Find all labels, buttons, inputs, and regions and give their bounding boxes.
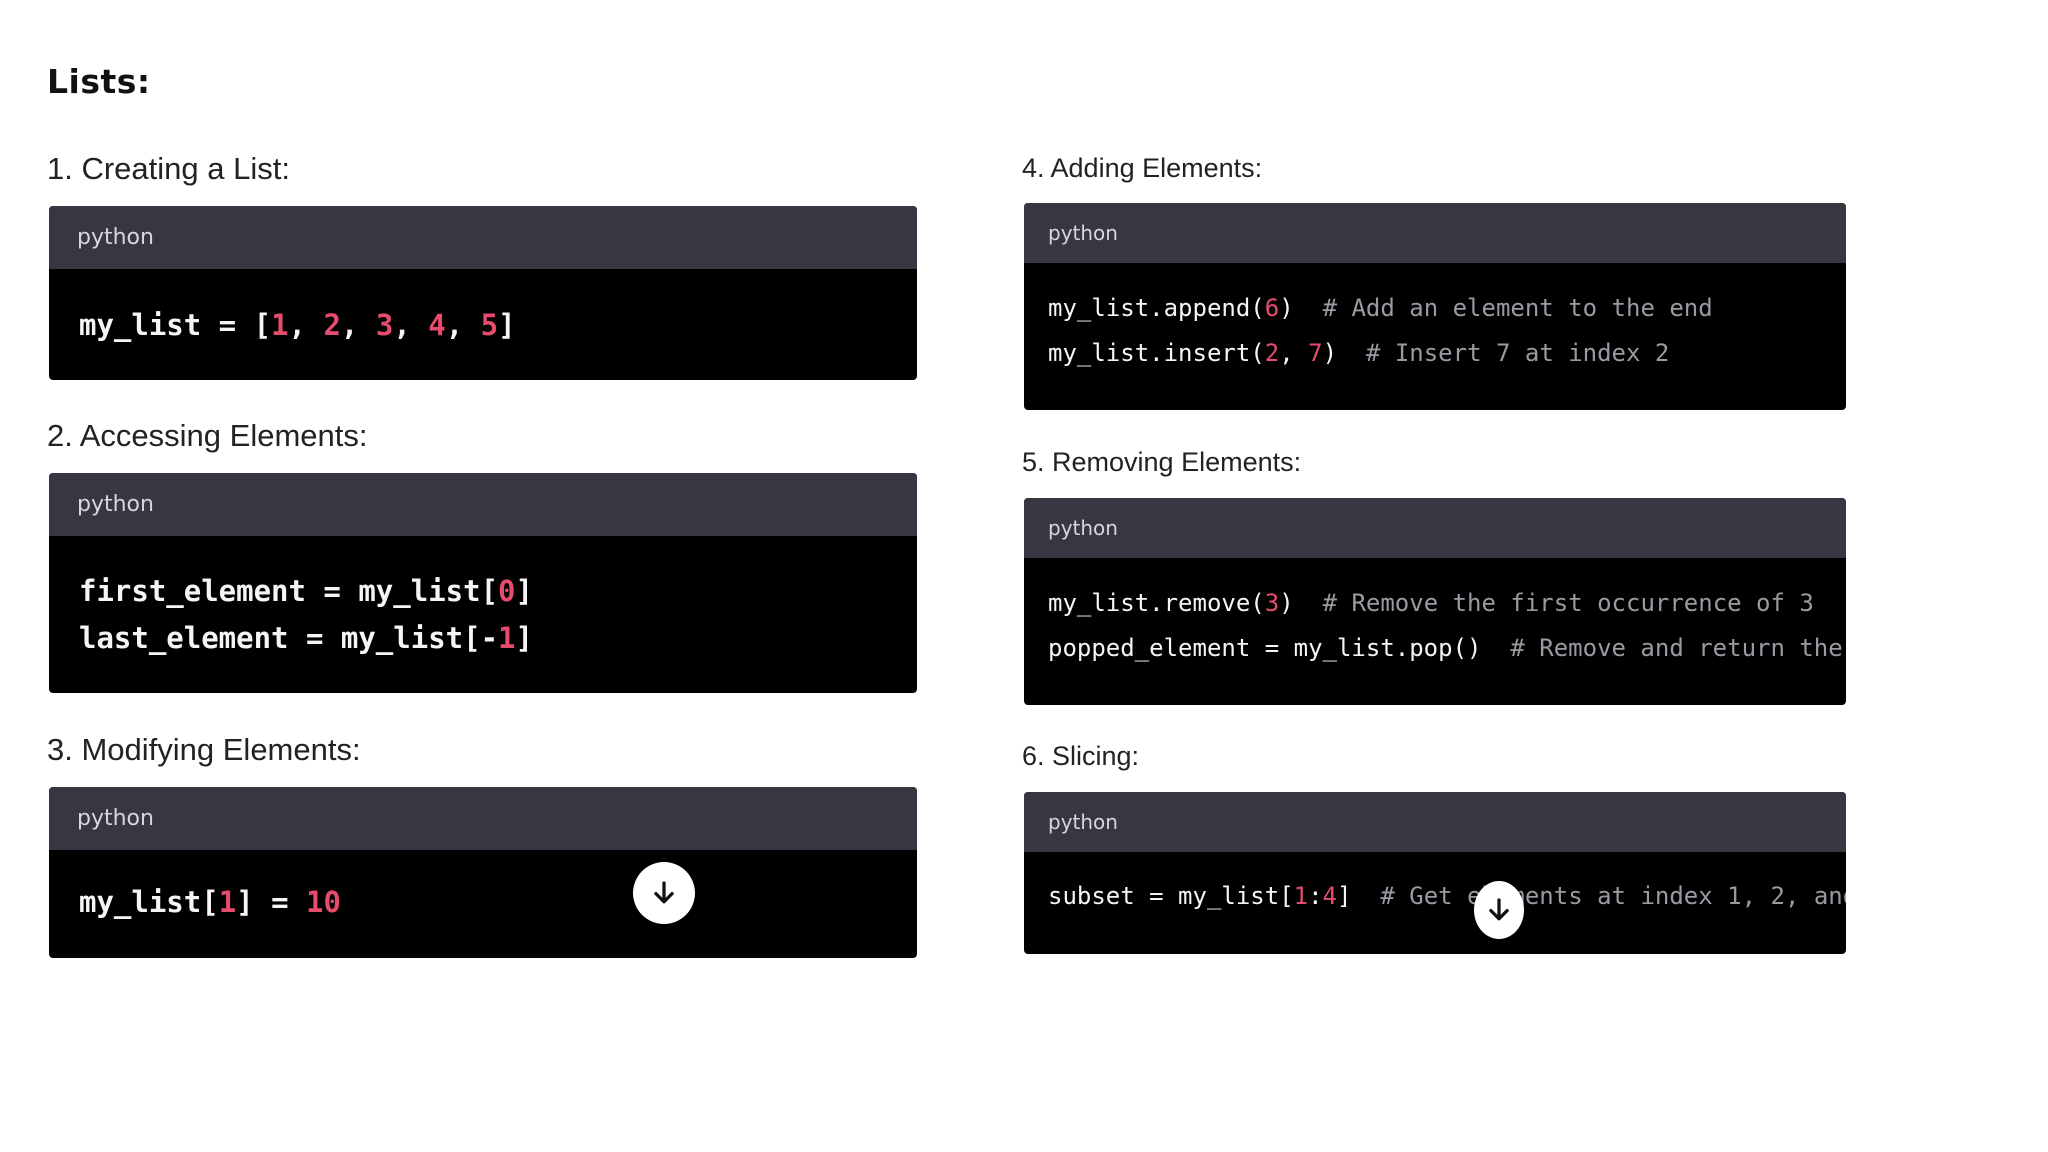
code-comment: # Remove and return the last el (1510, 634, 1843, 662)
code-text: first_element = my_list[ (79, 574, 499, 608)
code-number: 4 (1322, 882, 1337, 910)
code-text: ) (1279, 589, 1323, 617)
code-text: ] = (236, 885, 306, 919)
code-line: my_list.remove(3) # Remove the first occ… (1048, 581, 1846, 626)
code-text: my_list.insert( (1048, 339, 1265, 367)
code-text: ] (515, 574, 533, 608)
code-language-label: python (49, 787, 917, 850)
code-comment: # Insert 7 at index 2 (1365, 339, 1670, 367)
section-heading-modifying-elements: 3. Modifying Elements: (47, 732, 361, 767)
code-body: my_list.remove(3) # Remove the first occ… (1024, 558, 1846, 671)
code-number: 1 (1293, 882, 1309, 910)
code-line: my_list.insert(2, 7) # Insert 7 at index… (1048, 331, 1846, 376)
code-number: 1 (271, 308, 289, 342)
code-line: my_list[1] = 10 (79, 879, 917, 926)
code-language-label: python (1024, 498, 1846, 558)
code-text: my_list = [ (79, 308, 272, 342)
code-language-label: python (1024, 792, 1846, 852)
code-text: , (445, 308, 481, 342)
code-text: popped_element = my_list.pop() (1048, 634, 1511, 662)
code-number: 3 (375, 308, 394, 342)
code-text: ] (515, 621, 533, 655)
code-number: 0 (498, 574, 516, 608)
code-number: 7 (1308, 339, 1323, 367)
code-text: ] (498, 308, 516, 342)
code-text: , (393, 308, 429, 342)
code-body: first_element = my_list[0]last_element =… (49, 536, 917, 662)
code-text: ) (1322, 339, 1366, 367)
code-comment: # Remove the first occurrence of 3 (1322, 589, 1814, 617)
code-line: my_list.append(6) # Add an element to th… (1048, 286, 1846, 331)
code-block-removing-elements: python my_list.remove(3) # Remove the fi… (1024, 498, 1846, 705)
code-text: : (1308, 882, 1323, 910)
code-number: 5 (480, 308, 499, 342)
section-heading-adding-elements: 4. Adding Elements: (1022, 153, 1263, 183)
code-body: my_list.append(6) # Add an element to th… (1024, 263, 1846, 376)
code-number: 2 (323, 308, 341, 342)
code-line: my_list = [1, 2, 3, 4, 5] (79, 302, 917, 349)
code-text: my_list.remove( (1048, 589, 1265, 617)
section-heading-slicing: 6. Slicing: (1022, 741, 1140, 771)
page-title: Lists: (47, 62, 151, 101)
code-body: subset = my_list[1:4] # Get elements at … (1024, 852, 1846, 919)
code-text: last_element = my_list[- (79, 621, 499, 655)
scroll-down-button[interactable] (633, 862, 695, 924)
code-body: my_list = [1, 2, 3, 4, 5] (49, 269, 917, 349)
code-line: popped_element = my_list.pop() # Remove … (1048, 626, 1846, 671)
section-heading-creating-list: 1. Creating a List: (47, 151, 290, 186)
arrow-down-icon (654, 881, 674, 904)
code-block-slicing: python subset = my_list[1:4] # Get eleme… (1024, 792, 1846, 954)
code-block-accessing-elements: python first_element = my_list[0]last_el… (49, 473, 917, 693)
section-heading-accessing-elements: 2. Accessing Elements: (47, 418, 368, 453)
code-language-label: python (49, 206, 917, 269)
code-line: first_element = my_list[0] (79, 568, 917, 615)
code-text: ] (1337, 882, 1381, 910)
code-comment: # Add an element to the end (1322, 294, 1713, 322)
code-block-modifying-elements: python my_list[1] = 10 (49, 787, 917, 958)
arrow-down-icon (1489, 898, 1509, 921)
code-text: , (1279, 339, 1309, 367)
code-language-label: python (1024, 203, 1846, 263)
code-number: 1 (498, 621, 516, 655)
code-number: 10 (306, 885, 341, 919)
code-number: 2 (1264, 339, 1280, 367)
code-language-label: python (49, 473, 917, 536)
code-number: 6 (1264, 294, 1280, 322)
code-number: 1 (218, 885, 237, 919)
code-text: , (340, 308, 376, 342)
code-block-creating-list: python my_list = [1, 2, 3, 4, 5] (49, 206, 917, 380)
code-text: my_list[ (79, 885, 219, 919)
section-heading-removing-elements: 5. Removing Elements: (1022, 447, 1302, 477)
code-line: last_element = my_list[-1] (79, 615, 917, 662)
code-text: ) (1279, 294, 1323, 322)
code-text: , (288, 308, 324, 342)
code-body: my_list[1] = 10 (49, 850, 917, 926)
code-number: 4 (428, 308, 446, 342)
code-line: subset = my_list[1:4] # Get elements at … (1048, 874, 1846, 919)
code-text: subset = my_list[ (1048, 882, 1294, 910)
scroll-down-button[interactable] (1474, 881, 1524, 939)
code-text: my_list.append( (1048, 294, 1265, 322)
code-number: 3 (1264, 589, 1280, 617)
code-comment: # Get elements at index 1, 2, and 3 (1380, 882, 1846, 910)
code-block-adding-elements: python my_list.append(6) # Add an elemen… (1024, 203, 1846, 410)
